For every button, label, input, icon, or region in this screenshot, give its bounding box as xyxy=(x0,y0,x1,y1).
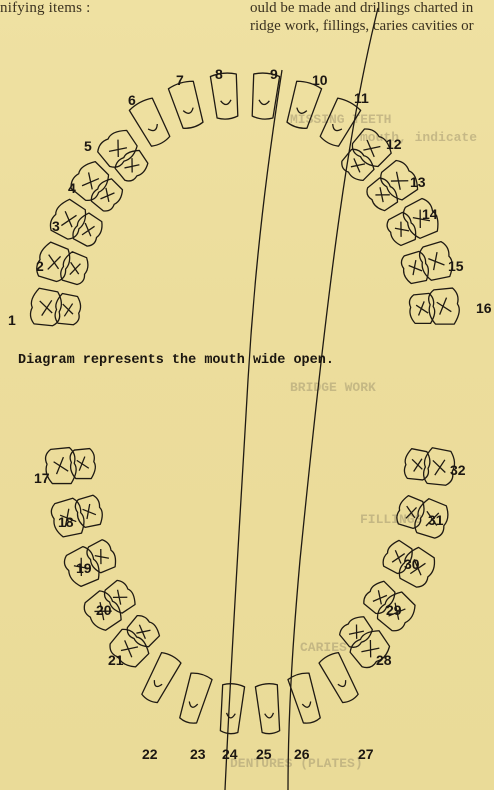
tooth-number-14: 14 xyxy=(422,206,438,222)
tooth-number-19: 19 xyxy=(76,560,92,576)
tooth-number-18: 18 xyxy=(58,514,74,530)
diagram-caption: Diagram represents the mouth wide open. xyxy=(18,353,488,368)
tooth-number-6: 6 xyxy=(128,92,136,108)
lower-tooth xyxy=(318,651,361,705)
tooth-number-8: 8 xyxy=(215,66,223,82)
tooth-number-31: 31 xyxy=(428,512,444,528)
tooth-number-11: 11 xyxy=(354,90,369,106)
upper-tooth xyxy=(29,288,62,327)
tooth-number-17: 17 xyxy=(34,470,50,486)
tooth-number-30: 30 xyxy=(404,556,420,572)
tooth-number-27: 27 xyxy=(358,746,374,762)
tooth-number-29: 29 xyxy=(386,602,402,618)
lower-tooth xyxy=(287,671,323,725)
tooth-number-21: 21 xyxy=(108,652,124,668)
tooth-number-24: 24 xyxy=(222,746,238,762)
lower-tooth-root xyxy=(395,494,427,530)
lower-tooth-root xyxy=(124,613,163,651)
tooth-number-5: 5 xyxy=(84,138,92,154)
tooth-number-4: 4 xyxy=(68,180,76,196)
tooth-number-23: 23 xyxy=(190,746,206,762)
upper-tooth xyxy=(168,79,206,131)
lower-tooth xyxy=(255,683,282,735)
tooth-number-3: 3 xyxy=(52,218,60,234)
tooth-number-7: 7 xyxy=(176,72,184,88)
tooth-number-16: 16 xyxy=(476,300,492,316)
lower-tooth xyxy=(139,651,182,705)
upper-arch xyxy=(29,72,460,326)
upper-tooth-root xyxy=(384,211,420,249)
tooth-number-32: 32 xyxy=(450,462,466,478)
lower-tooth xyxy=(218,683,245,735)
upper-tooth xyxy=(95,125,142,171)
lower-arch xyxy=(44,447,456,735)
tooth-number-26: 26 xyxy=(294,746,310,762)
upper-tooth-root xyxy=(59,250,91,286)
tooth-number-25: 25 xyxy=(256,746,272,762)
tooth-number-28: 28 xyxy=(376,652,392,668)
lower-tooth-root xyxy=(403,448,431,480)
tooth-number-2: 2 xyxy=(36,258,44,274)
tooth-number-15: 15 xyxy=(448,258,464,274)
lower-tooth xyxy=(177,671,213,725)
tooth-number-9: 9 xyxy=(270,66,278,82)
tooth-number-22: 22 xyxy=(142,746,158,762)
upper-tooth-root xyxy=(408,293,436,325)
tooth-number-20: 20 xyxy=(96,602,112,618)
midline-curve xyxy=(225,70,282,790)
tooth-number-13: 13 xyxy=(410,174,426,190)
upper-tooth-root xyxy=(399,250,431,286)
tooth-number-12: 12 xyxy=(386,136,402,152)
lower-tooth-root xyxy=(73,494,105,530)
tooth-number-1: 1 xyxy=(8,312,16,328)
tooth-number-10: 10 xyxy=(312,72,328,88)
